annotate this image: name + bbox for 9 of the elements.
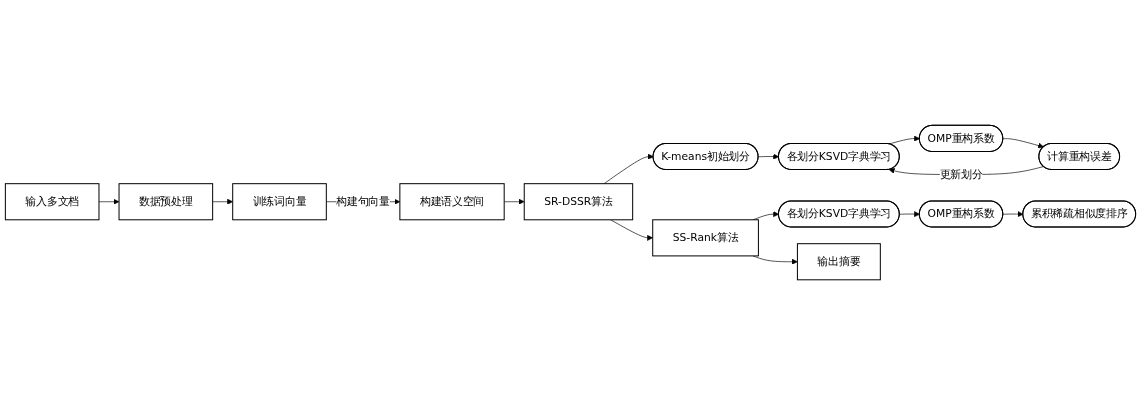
node-box: SS-Rank算法 xyxy=(652,219,759,257)
node-box: 输入多文档 xyxy=(4,183,100,221)
edge-label: 更新划分 xyxy=(939,167,983,181)
node-box: 构建语义空间 xyxy=(399,183,505,221)
node-box: SR-DSSR算法 xyxy=(523,183,634,221)
edge-label: 构建句向量 xyxy=(336,194,390,208)
node-box: 训练词向量 xyxy=(232,183,327,221)
node-box: 数据预处理 xyxy=(118,183,214,221)
node-box: 输出摘要 xyxy=(796,243,881,281)
